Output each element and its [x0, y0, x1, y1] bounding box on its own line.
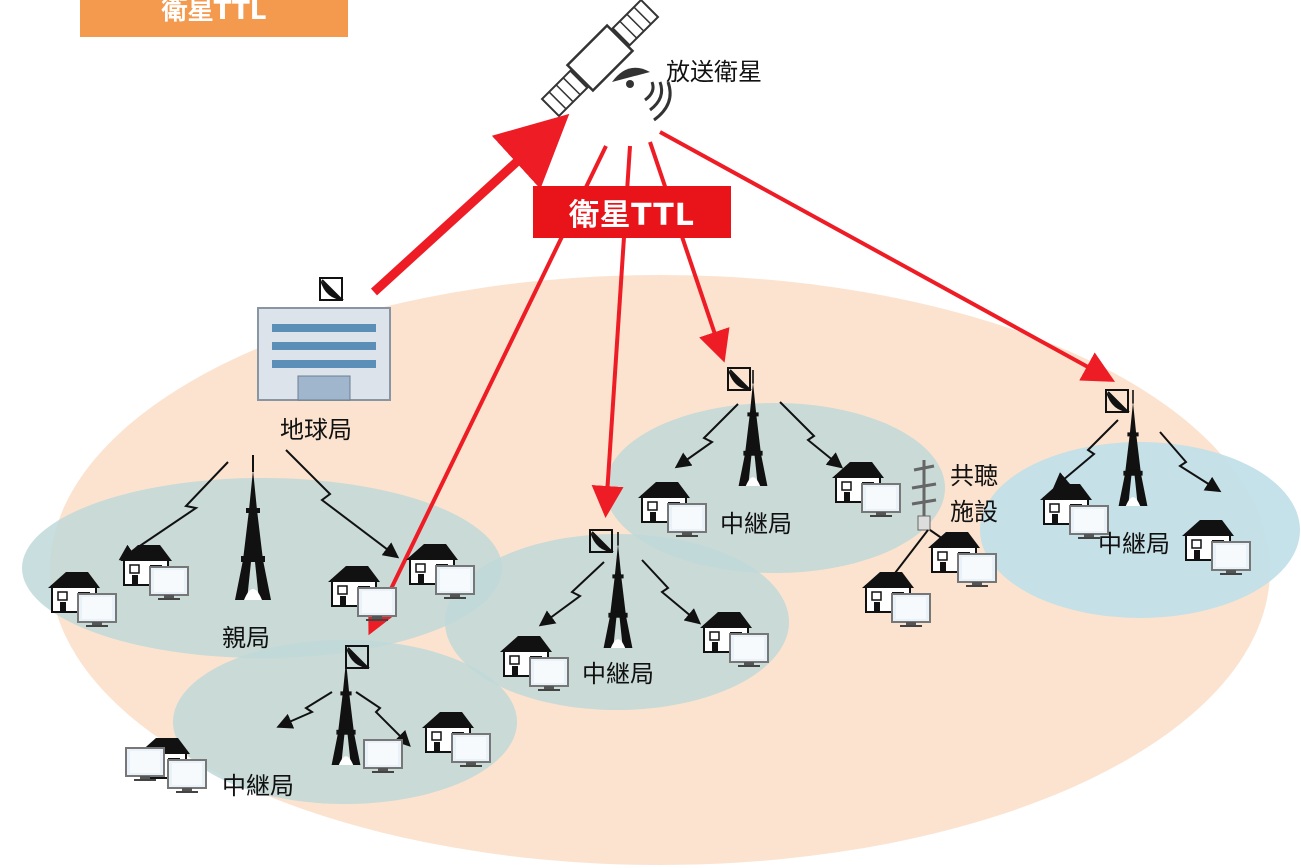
tv-icon [363, 739, 403, 774]
earth-station-dish-icon [319, 277, 345, 301]
zigzag-arrow [674, 403, 739, 469]
zigzag-arrow [118, 461, 229, 561]
shared-facility-label: 施設 [950, 498, 998, 526]
parent-station-label: 親局 [222, 624, 270, 652]
header-tag: 衛星TTL [80, 0, 348, 37]
tv-icon [125, 747, 165, 782]
downlink-arrow-4 [659, 130, 1116, 382]
relay-station-label: 中継局 [582, 660, 654, 688]
zigzag-arrow [276, 691, 333, 729]
relay-station-label: 中継局 [222, 772, 294, 800]
relay-station-label: 中継局 [1098, 530, 1170, 558]
shared-facility-label: 共聴 [950, 462, 998, 490]
zigzag-arrow [285, 449, 400, 559]
header-tag-text: 衛星TTL [161, 0, 267, 26]
downlink-arrow-3 [648, 141, 730, 363]
relay-station-label: 中継局 [720, 510, 792, 538]
earth-station-building [257, 307, 391, 401]
zigzag-arrow [641, 559, 702, 625]
satellite-dish-icon [612, 67, 650, 82]
zigzag-arrow [355, 691, 411, 747]
earth-station-label: 地球局 [280, 416, 352, 444]
zigzag-arrow [1052, 419, 1119, 489]
zigzag-arrow [779, 401, 844, 469]
zigzag-arrow [1159, 431, 1222, 493]
zigzag-arrow [538, 561, 605, 627]
signal-waves-icon [644, 81, 672, 122]
uplink-arrow [370, 113, 570, 296]
shared-antenna-icon [911, 460, 937, 531]
satellite-icon [540, 0, 660, 118]
satellite-label: 放送衛星 [666, 58, 762, 86]
satellite-ttl-label: 衛星TTL [533, 186, 731, 238]
